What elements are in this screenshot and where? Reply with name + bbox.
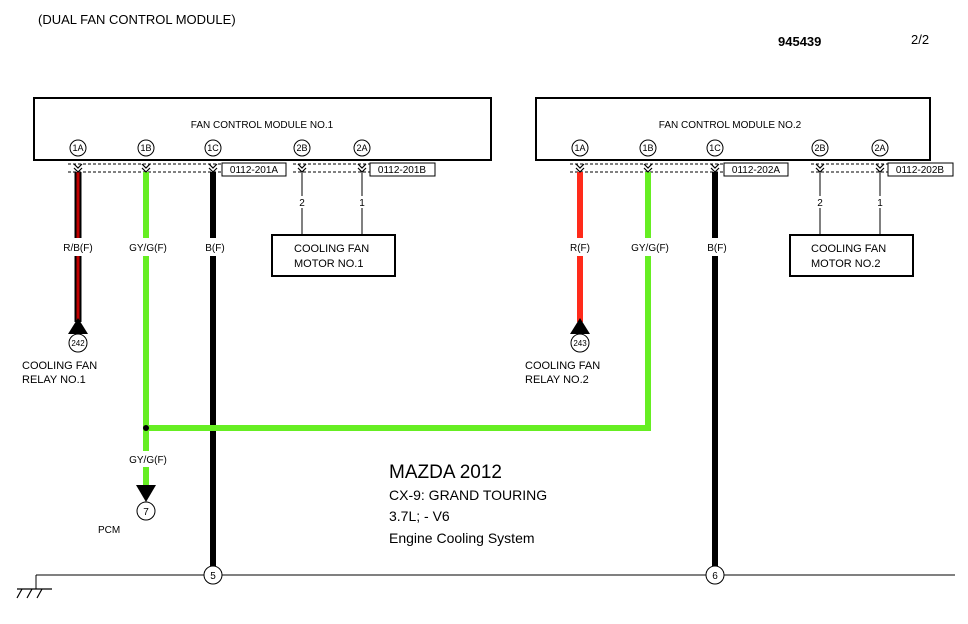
wire-gyg-crossover (143, 425, 651, 431)
m1-pin-1a: 1A (72, 143, 83, 153)
motor-1-line2: MOTOR NO.1 (294, 258, 363, 270)
vehicle-make-year: MAZDA 2012 (389, 462, 502, 483)
m1-2a-pin-number: 1 (359, 198, 365, 209)
pcm-ref: 7 (143, 507, 149, 518)
wire-m1-1a: R/B(F) (60, 172, 96, 322)
m2-2a-pin-number: 1 (877, 198, 883, 209)
wire-m1-1c: B(F) (200, 172, 230, 566)
vehicle-info: MAZDA 2012 CX-9: GRAND TOURING 3.7L; - V… (389, 462, 547, 546)
wire-m2-1c-label: B(F) (707, 243, 726, 254)
m1-connector-a: 0112-201A (230, 165, 279, 176)
module-2-label: FAN CONTROL MODULE NO.2 (659, 120, 802, 131)
m2-pin-1a: 1A (574, 143, 585, 153)
module-1-pins: 1A 1B 1C 2B 2A (69, 139, 371, 157)
m2-pin-2a: 2A (874, 143, 885, 153)
relay-2-arrow-icon (570, 318, 590, 334)
wire-m2-1c: B(F) (702, 172, 732, 566)
motor-1-line1: COOLING FAN (294, 243, 369, 255)
m2-pin-1b: 1B (642, 143, 653, 153)
wire-m1-1b: GY/G(F) (124, 172, 168, 485)
vehicle-model: CX-9: GRAND TOURING (389, 487, 547, 503)
cooling-fan-relay-2: 243 COOLING FAN RELAY NO.2 (525, 318, 600, 386)
motor-2-line2: MOTOR NO.2 (811, 258, 880, 270)
motor-2-line1: COOLING FAN (811, 243, 886, 255)
cooling-fan-motor-1: COOLING FAN MOTOR NO.1 (271, 234, 396, 277)
m2-2b-pin-number: 2 (817, 198, 823, 209)
m1-connector-a-tag (221, 162, 287, 177)
m2-connector-a: 0112-202A (732, 165, 781, 176)
wire-m2-1a: R(F) (565, 172, 595, 322)
pcm-arrow-icon (136, 485, 156, 502)
vehicle-engine: 3.7L; - V6 (389, 508, 450, 524)
wire-m2-2b: 2 (814, 172, 826, 235)
m2-pin-2b: 2B (814, 143, 825, 153)
terminal-chevrons (73, 163, 885, 173)
wire-m2-1b: GY/G(F) (626, 172, 670, 430)
m2-pin-1c: 1C (709, 143, 721, 153)
module-2-box (535, 97, 931, 161)
m1-connector-b-tag (369, 162, 436, 177)
cooling-fan-relay-1: 242 COOLING FAN RELAY NO.1 (22, 318, 97, 386)
relay-1-ref: 242 (71, 339, 85, 348)
wire-m2-1b-label: GY/G(F) (631, 243, 669, 254)
pcm-label: PCM (98, 525, 120, 536)
m1-pin-1b: 1B (140, 143, 151, 153)
diagram-number: 945439 (778, 34, 821, 49)
relay-2-line2: RELAY NO.2 (525, 374, 589, 386)
ground-ref-6: 6 (712, 571, 718, 582)
wire-m1-2a: 1 (356, 172, 368, 235)
splice-point (143, 425, 149, 431)
m2-connector-b-tag (887, 162, 954, 177)
m1-connector-b: 0112-201B (378, 165, 427, 176)
pcm-connection: GY/G(F) 7 PCM (98, 451, 168, 536)
module-1-label: FAN CONTROL MODULE NO.1 (191, 120, 334, 131)
relay-1-line2: RELAY NO.1 (22, 374, 86, 386)
relay-2-ref: 243 (573, 339, 587, 348)
wire-m1-1c-label: B(F) (205, 243, 224, 254)
pcm-wire-label: GY/G(F) (129, 455, 167, 466)
section-title: (DUAL FAN CONTROL MODULE) (38, 12, 236, 27)
m1-pin-2a: 2A (356, 143, 367, 153)
m1-pin-2b: 2B (296, 143, 307, 153)
fan-control-module-2: FAN CONTROL MODULE NO.2 1A 1B 1C 2B 2A 0… (535, 97, 954, 177)
relay-1-arrow-icon (68, 318, 88, 334)
ground-ref-5: 5 (210, 571, 216, 582)
wire-m1-1b-label: GY/G(F) (129, 243, 167, 254)
cooling-fan-motor-2: COOLING FAN MOTOR NO.2 (789, 234, 914, 277)
relay-2-line1: COOLING FAN (525, 360, 600, 372)
m1-pin-1c: 1C (207, 143, 219, 153)
relay-1-line1: COOLING FAN (22, 360, 97, 372)
ground-symbol-icon (16, 588, 52, 599)
wire-m1-1a-label: R/B(F) (63, 243, 92, 254)
page-indicator: 2/2 (911, 32, 929, 47)
vehicle-system: Engine Cooling System (389, 530, 535, 546)
m2-connector-b: 0112-202B (896, 165, 945, 176)
m1-2b-pin-number: 2 (299, 198, 305, 209)
fan-control-module-1: FAN CONTROL MODULE NO.1 1A 1B 1C 2B 2A 0… (33, 97, 492, 177)
module-2-pins: 1A 1B 1C 2B 2A (571, 139, 889, 157)
m2-connector-a-tag (723, 162, 789, 177)
wire-m2-1a-label: R(F) (570, 243, 590, 254)
wire-m1-2b: 2 (296, 172, 308, 235)
module-1-box (33, 97, 492, 161)
wire-m2-2a: 1 (874, 172, 886, 235)
ground-bus: 5 6 (16, 565, 955, 599)
